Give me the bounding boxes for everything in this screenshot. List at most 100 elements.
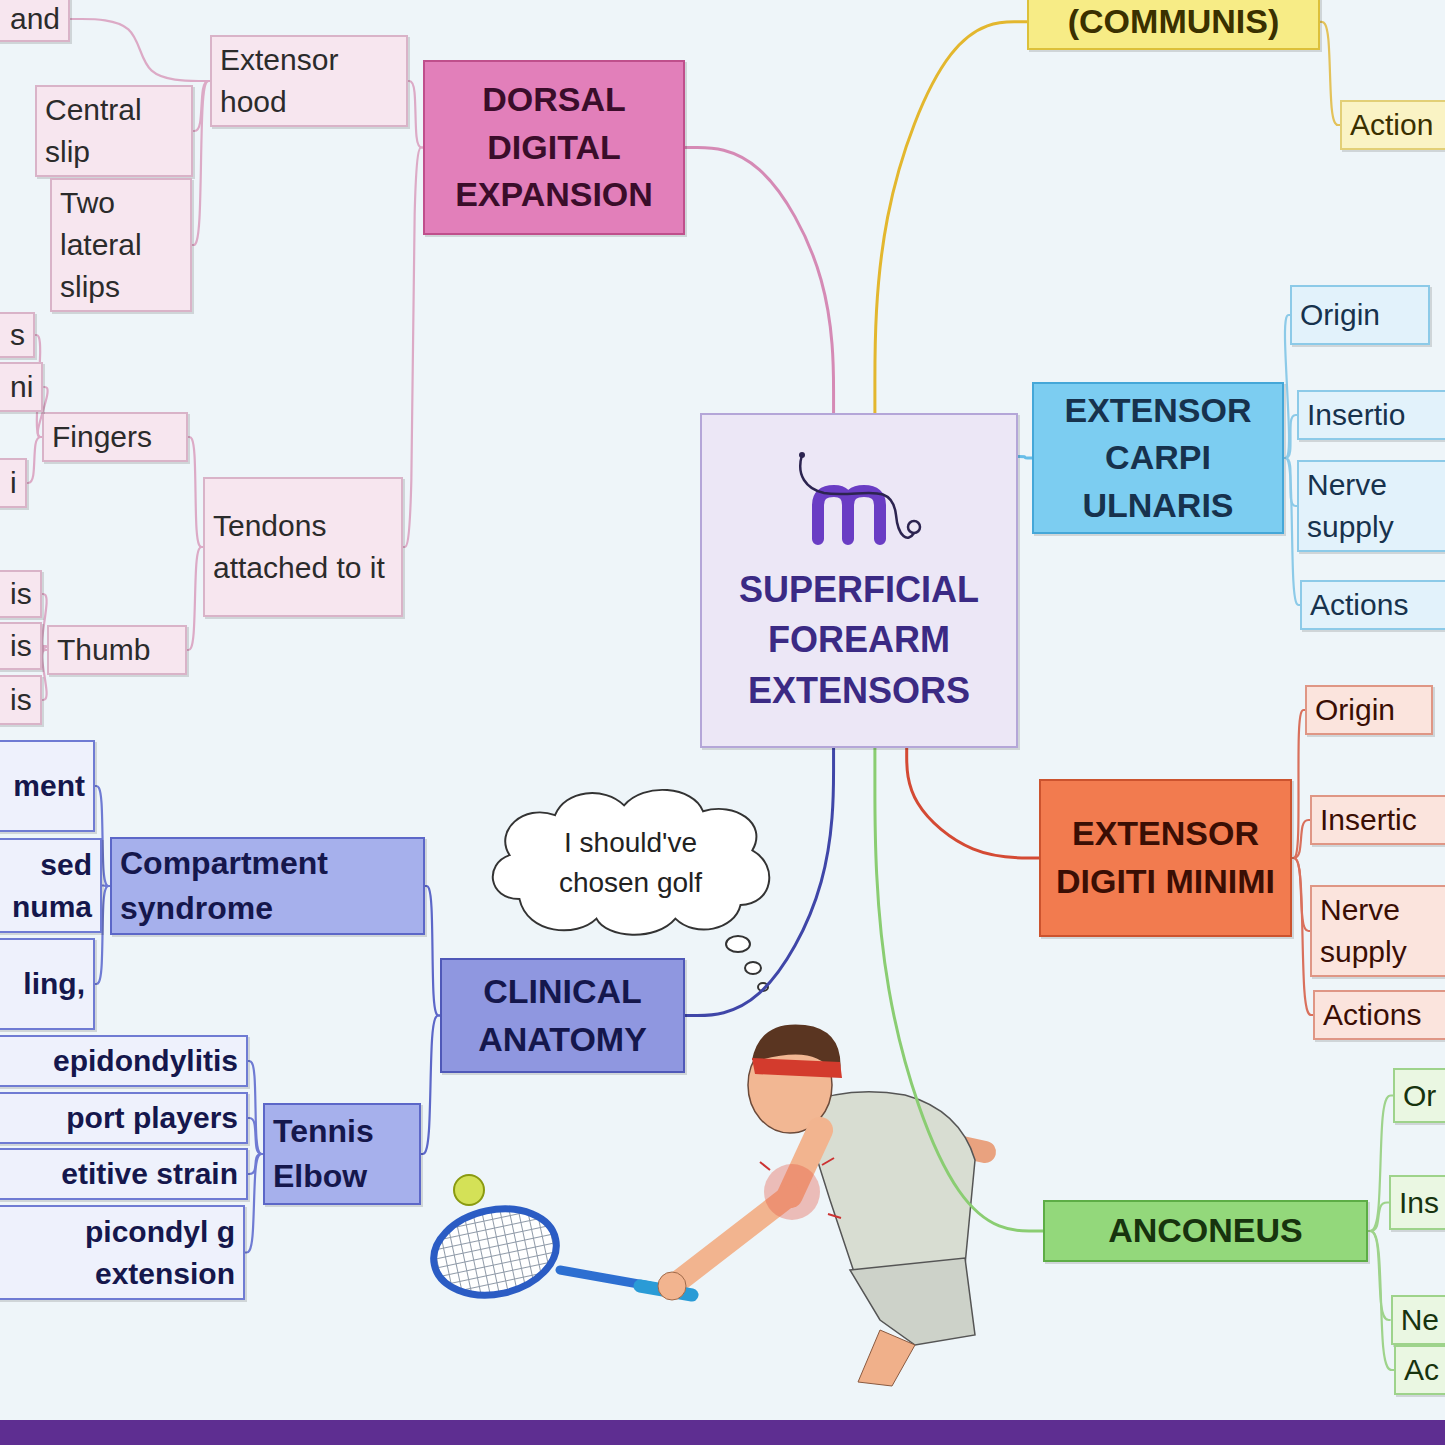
logo: [794, 449, 924, 549]
branch-connector: [421, 1016, 440, 1155]
shorts: [850, 1258, 975, 1345]
node-text: Ac: [1404, 1349, 1445, 1391]
sub-box: Actions: [1313, 990, 1445, 1040]
node-text: Compartment syndrome: [120, 841, 415, 931]
sub-box: Central slip: [35, 85, 193, 177]
node-text: Insertic: [1320, 799, 1439, 841]
branch-connector: [875, 22, 1027, 413]
thought-trail: [726, 936, 768, 991]
leg: [858, 1330, 915, 1386]
node-text: Or: [1403, 1075, 1439, 1117]
sub-box: Origin: [1290, 285, 1430, 345]
branch-box: (COMMUNIS): [1027, 0, 1320, 50]
branch-box: ANCONEUS: [1043, 1200, 1368, 1262]
thought-dot: [745, 962, 761, 974]
racket-head: [426, 1198, 565, 1306]
logo-stethoscope: [800, 455, 914, 538]
node-text: and: [10, 0, 60, 40]
sub-box: and: [0, 0, 70, 42]
node-text: DORSAL DIGITAL EXPANSION: [433, 76, 675, 219]
branch-connector: [1292, 820, 1310, 858]
branch-connector: [248, 1118, 263, 1154]
node-text: Fingers: [52, 416, 178, 458]
sub-box: Origin: [1305, 685, 1433, 735]
sub-box: s: [0, 312, 35, 358]
node-text: picondyl g extension: [6, 1211, 235, 1295]
node-text: ANCONEUS: [1053, 1207, 1358, 1255]
node-text: ni: [10, 366, 33, 408]
branch-connector: [1368, 1203, 1389, 1232]
branch-connector: [1292, 710, 1305, 858]
sub-box: Ins: [1389, 1175, 1445, 1230]
node-text: (COMMUNIS): [1037, 0, 1310, 46]
logo-chestpiece: [908, 521, 920, 533]
node-text: CLINICAL ANATOMY: [450, 968, 675, 1063]
thought-dot: [726, 936, 750, 952]
node-text: Tennis Elbow: [273, 1109, 411, 1199]
node-text: Nerve supply: [1320, 889, 1439, 973]
branch-connector: [875, 748, 1043, 1231]
node-text: Nerve supply: [1307, 464, 1439, 548]
sub-box: Compartment syndrome: [110, 837, 425, 935]
node-text: is: [10, 573, 32, 615]
branch-connector: [248, 1061, 263, 1154]
sub-box: Actions: [1300, 580, 1445, 630]
node-text: EXTENSOR CARPI ULNARIS: [1042, 387, 1274, 530]
detail-box: sed numa: [0, 838, 102, 933]
sub-box: is: [0, 622, 42, 670]
node-text: Extensor hood: [220, 39, 398, 123]
thought-bubble: I should've chosen golf: [478, 780, 783, 945]
sub-box: Fingers: [42, 412, 188, 462]
node-text: SUPERFICIAL FOREARM EXTENSORS: [712, 565, 1006, 716]
node-text: ling,: [6, 963, 85, 1005]
detail-box: etitive strain: [0, 1148, 248, 1200]
branch-connector: [685, 148, 834, 414]
painful-elbow: [764, 1164, 820, 1220]
node-text: Action: [1350, 104, 1440, 146]
sub-box: Or: [1393, 1068, 1445, 1123]
sub-box: Extensor hood: [210, 35, 408, 127]
node-text: Actions: [1323, 994, 1439, 1036]
sub-box: Nerve supply: [1297, 460, 1445, 552]
node-text: sed numa: [6, 844, 92, 928]
node-text: Thumb: [57, 629, 177, 671]
branch-connector: [27, 437, 42, 483]
node-text: etitive strain: [6, 1153, 238, 1195]
sub-box: i: [0, 458, 27, 508]
sub-box: is: [0, 675, 42, 725]
node-text: ment: [6, 765, 85, 807]
node-text: Ne: [1401, 1299, 1445, 1341]
sub-box: Insertio: [1297, 390, 1445, 440]
sub-box: Thumb: [47, 625, 187, 675]
branch-connector: [70, 19, 210, 81]
branch-connector: [403, 148, 423, 548]
branch-connector: [1284, 415, 1297, 458]
logo-m: [818, 491, 880, 539]
branch-connector: [907, 748, 1039, 858]
node-text: epidondylitis: [6, 1040, 238, 1082]
node-text: s: [10, 314, 25, 356]
sub-box: ni: [0, 362, 43, 412]
node-text: Origin: [1315, 689, 1423, 731]
node-text: Central slip: [45, 89, 183, 173]
central-topic: SUPERFICIAL FOREARM EXTENSORS: [700, 413, 1018, 748]
branch-connector: [408, 81, 423, 148]
detail-box: ment: [0, 740, 95, 832]
node-text: is: [10, 679, 32, 721]
sub-box: Tendons attached to it: [203, 477, 403, 617]
detail-box: picondyl g extension: [0, 1205, 245, 1300]
cloud-outline: [480, 782, 781, 943]
branch-box: CLINICAL ANATOMY: [440, 958, 685, 1073]
sub-box: Tennis Elbow: [263, 1103, 421, 1205]
node-text: port players: [6, 1097, 238, 1139]
sub-box: Insertic: [1310, 795, 1445, 845]
branch-box: DORSAL DIGITAL EXPANSION: [423, 60, 685, 235]
tennis-ball: [454, 1175, 484, 1205]
node-text: Origin: [1300, 294, 1420, 336]
detail-box: epidondylitis: [0, 1035, 248, 1087]
branch-connector: [425, 886, 440, 1016]
logo-earpiece: [799, 452, 805, 458]
cloud-shape: [493, 790, 770, 935]
sub-box: Two lateral slips: [50, 178, 192, 312]
